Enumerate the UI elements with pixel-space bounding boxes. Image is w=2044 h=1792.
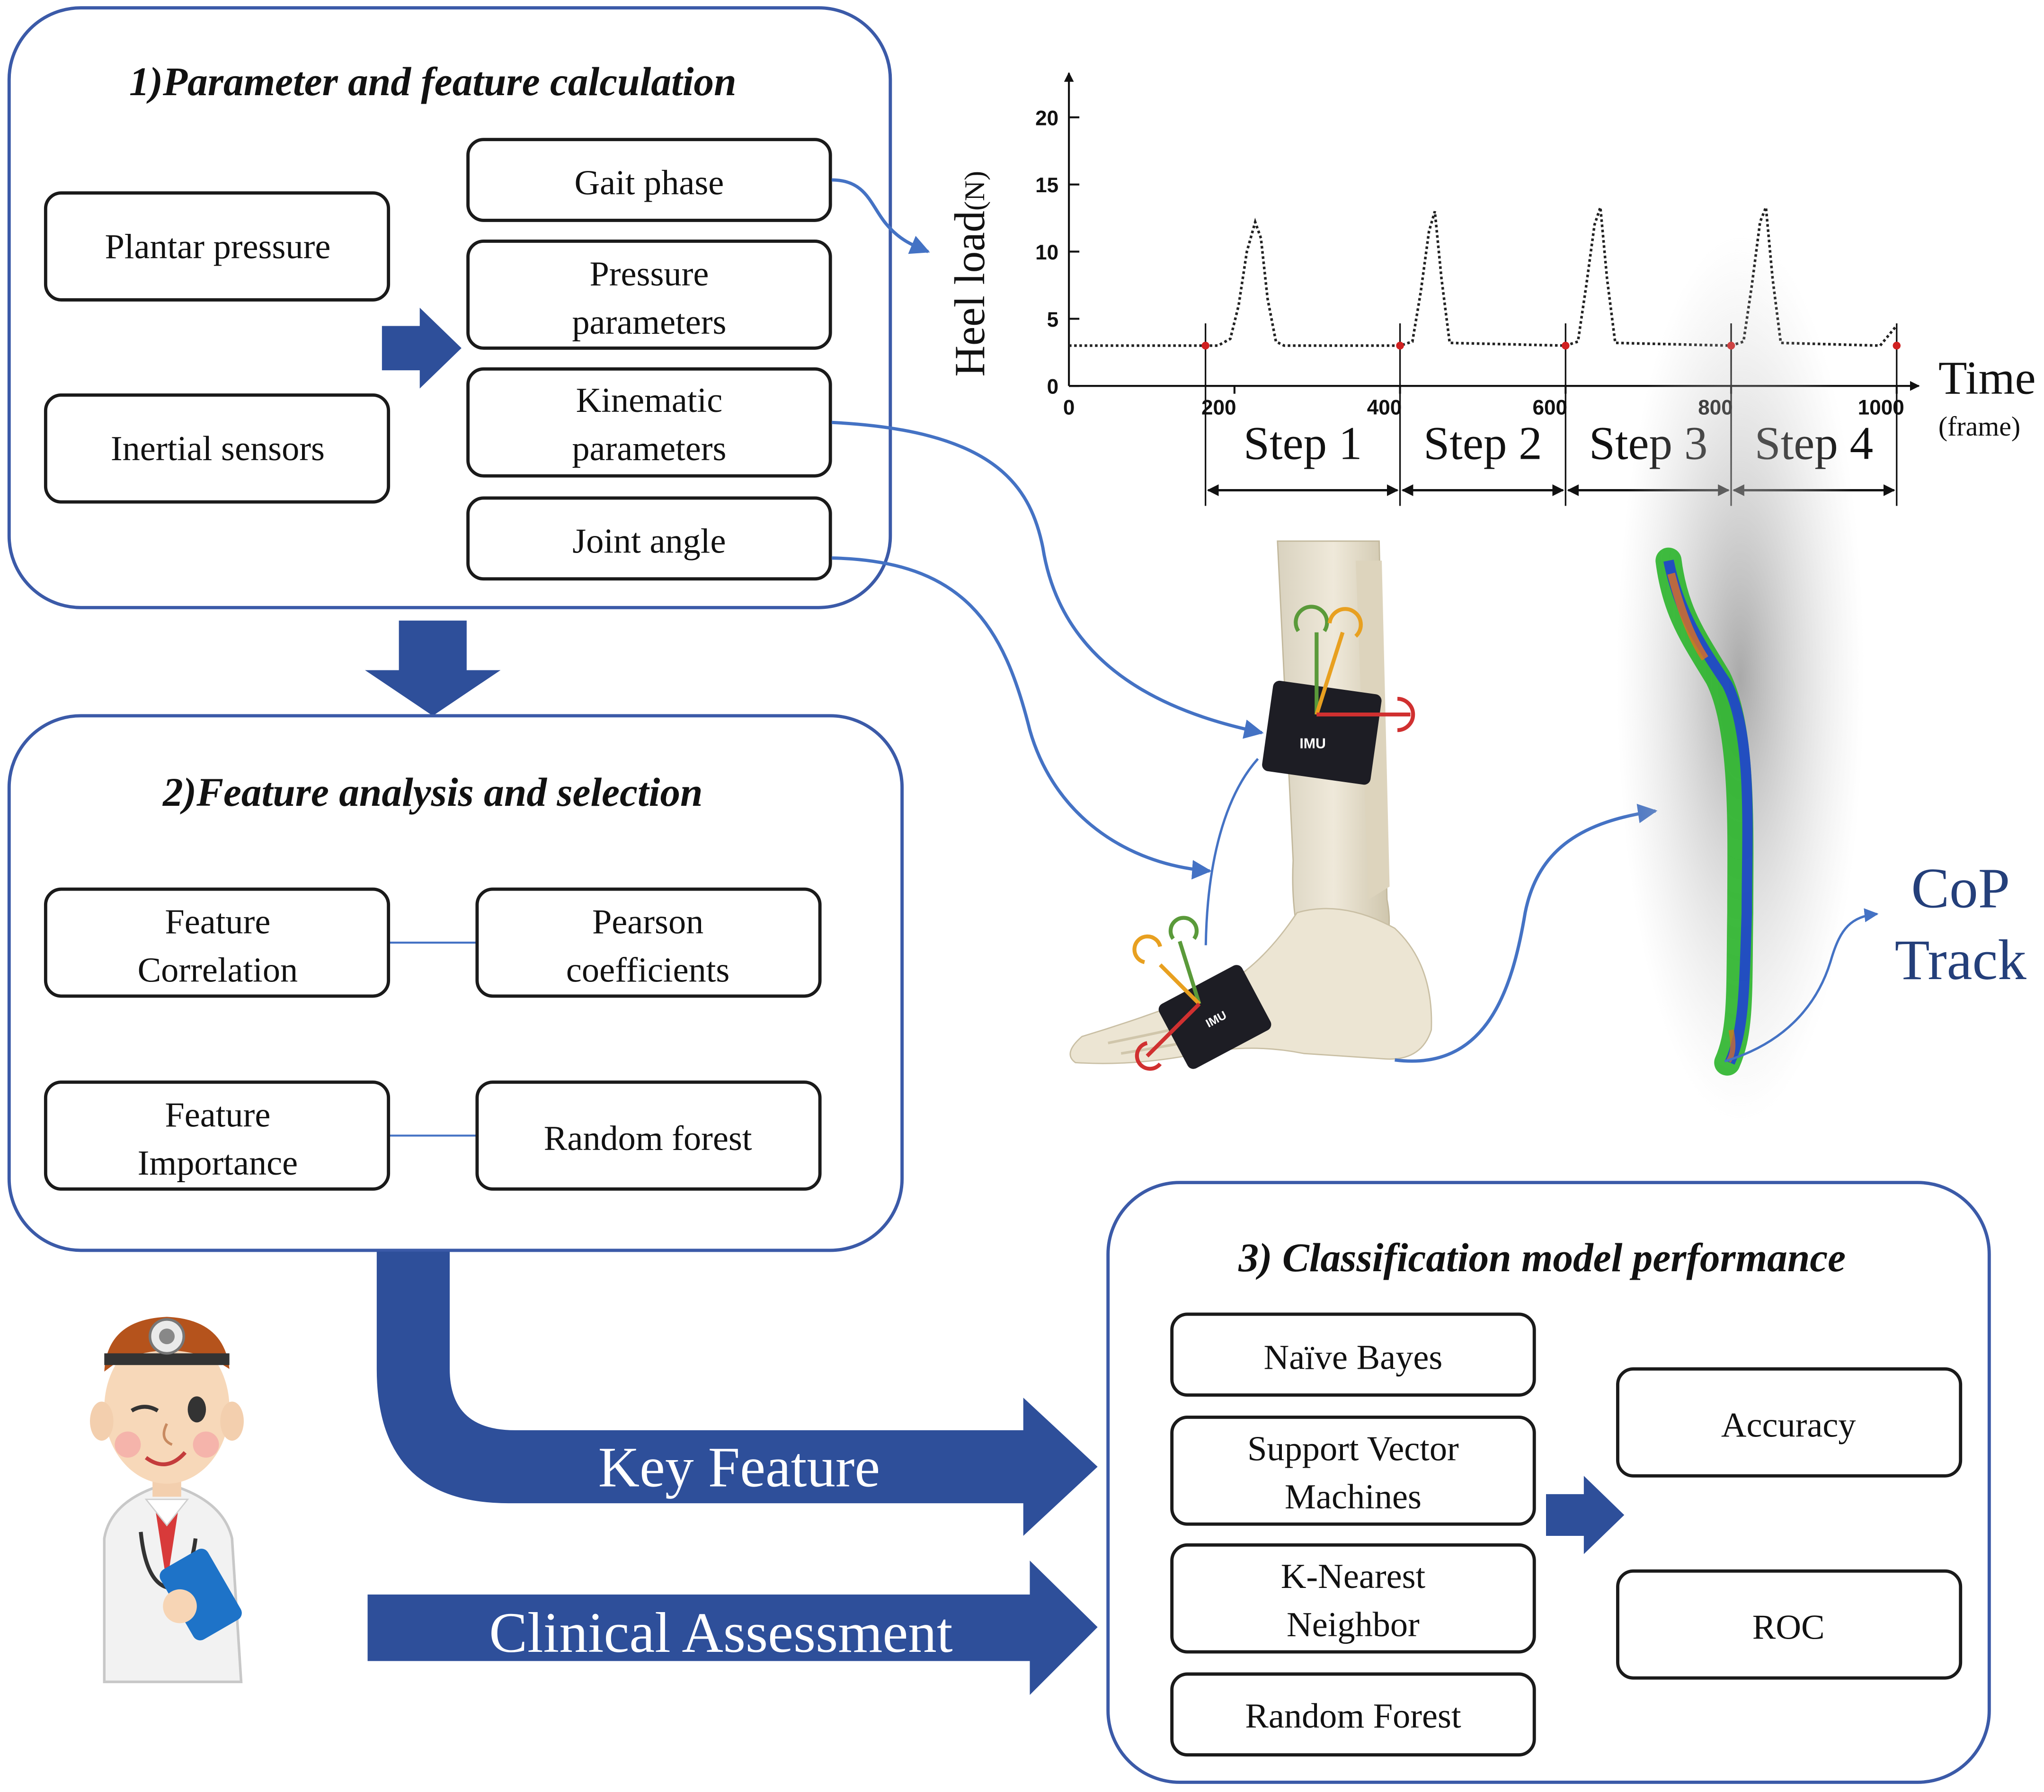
key-feature-label: Key Feature bbox=[598, 1435, 880, 1499]
model-box-naive-bayes: Naïve Bayes bbox=[1170, 1312, 1536, 1397]
output-label-kinematic-2: parameters bbox=[572, 429, 726, 468]
clinical-assessment-arrow bbox=[367, 1560, 1098, 1695]
feature-importance-2: Importance bbox=[138, 1144, 298, 1183]
section1-panel: 1)Parameter and feature calculation Plan… bbox=[7, 6, 892, 609]
input-label-inertial: Inertial sensors bbox=[111, 429, 325, 468]
model-box-knn: K-Nearest Neighbor bbox=[1170, 1543, 1536, 1654]
output-box-pressure: Pressure parameters bbox=[466, 240, 832, 350]
model-label-knn-1: K-Nearest bbox=[1281, 1557, 1426, 1596]
output-label-pressure-1: Pressure bbox=[589, 255, 709, 294]
imu-upper-label: IMU bbox=[1299, 736, 1326, 752]
imu-sensor-lower: IMU bbox=[1132, 916, 1271, 1071]
model-box-svm: Support Vector Machines bbox=[1170, 1415, 1536, 1526]
connector-cop-label bbox=[1724, 908, 1879, 1062]
y-tick-label: 10 bbox=[1035, 241, 1058, 264]
metric-box-roc: ROC bbox=[1616, 1569, 1963, 1680]
cop-track-illustration: CoP Track bbox=[1616, 234, 2027, 1122]
input-box-inertial: Inertial sensors bbox=[44, 393, 391, 504]
chart-x-unit: (frame) bbox=[1938, 411, 2020, 442]
chart-y-label: Heel load bbox=[946, 211, 994, 377]
pearson-1: Pearson bbox=[592, 903, 703, 942]
y-tick-label: 20 bbox=[1035, 107, 1058, 130]
x-tick-label: 200 bbox=[1201, 396, 1236, 419]
x-tick-label: 400 bbox=[1367, 396, 1402, 419]
chart-x-label: Time bbox=[1938, 353, 2036, 404]
feature-correlation-box: Feature Correlation bbox=[44, 887, 391, 998]
connector-gait-phase bbox=[831, 178, 930, 254]
section3-internal-arrow bbox=[1546, 1476, 1625, 1554]
output-label-gait-phase: Gait phase bbox=[574, 163, 724, 202]
heel-strike-marker bbox=[1201, 341, 1209, 350]
svg-text:Heel load(N): Heel load(N) bbox=[946, 171, 994, 377]
section1-title: 1)Parameter and feature calculation bbox=[129, 60, 737, 104]
pearson-box: Pearson coefficients bbox=[475, 887, 822, 998]
model-label-knn-2: Neighbor bbox=[1287, 1605, 1420, 1644]
input-box-plantar: Plantar pressure bbox=[44, 191, 391, 302]
cop-label-2: Track bbox=[1895, 928, 2027, 992]
heel-strike-marker bbox=[1396, 341, 1404, 350]
feature-importance-1: Feature bbox=[165, 1096, 270, 1134]
input-label-plantar: Plantar pressure bbox=[105, 227, 330, 266]
doctor-illustration bbox=[90, 1317, 244, 1684]
step-label: Step 1 bbox=[1244, 418, 1362, 469]
model-label-naive-bayes: Naïve Bayes bbox=[1264, 1338, 1443, 1377]
chart-y-unit: (N) bbox=[959, 171, 991, 211]
section3-panel: 3) Classification model performance Naïv… bbox=[1106, 1181, 1991, 1784]
imu-sensor-upper: IMU bbox=[1262, 605, 1415, 785]
random-forest-box: Random forest bbox=[475, 1080, 822, 1191]
heel-strike-marker bbox=[1562, 341, 1570, 350]
down-arrow-1-to-2 bbox=[365, 620, 501, 716]
section1-internal-arrow bbox=[382, 307, 462, 389]
output-box-kinematic: Kinematic parameters bbox=[466, 367, 832, 478]
chart-y-ticks: 0 5 10 15 20 bbox=[1035, 107, 1080, 399]
output-box-joint-angle: Joint angle bbox=[466, 496, 832, 581]
section2-title: 2)Feature analysis and selection bbox=[162, 770, 703, 815]
metric-label-roc: ROC bbox=[1752, 1608, 1825, 1647]
model-label-svm-2: Machines bbox=[1285, 1478, 1422, 1516]
output-label-pressure-2: parameters bbox=[572, 303, 726, 342]
connector-joint-angle bbox=[831, 556, 1212, 880]
model-box-random-forest: Random Forest bbox=[1170, 1672, 1536, 1757]
model-label-svm-1: Support Vector bbox=[1247, 1429, 1459, 1468]
x-tick-label: 0 bbox=[1063, 396, 1075, 419]
clinical-assessment-label: Clinical Assessment bbox=[489, 1601, 952, 1665]
y-tick-label: 5 bbox=[1047, 308, 1059, 331]
connector-foot-to-cop bbox=[1395, 803, 1658, 1063]
section3-title: 3) Classification model performance bbox=[1238, 1236, 1846, 1280]
model-label-random-forest: Random Forest bbox=[1245, 1697, 1461, 1736]
key-feature-arrow bbox=[376, 1251, 1098, 1536]
feature-correlation-2: Correlation bbox=[138, 951, 298, 990]
y-tick-label: 0 bbox=[1047, 375, 1059, 399]
feature-importance-box: Feature Importance bbox=[44, 1080, 391, 1191]
section2-panel: 2)Feature analysis and selection Feature… bbox=[7, 714, 904, 1252]
x-tick-label: 600 bbox=[1533, 396, 1568, 419]
output-box-gait-phase: Gait phase bbox=[466, 138, 832, 222]
metric-label-accuracy: Accuracy bbox=[1721, 1406, 1856, 1445]
metric-box-accuracy: Accuracy bbox=[1616, 1367, 1963, 1478]
y-tick-label: 15 bbox=[1035, 174, 1058, 197]
heel-strike-marker bbox=[1893, 341, 1901, 350]
connector-imu-link bbox=[1204, 758, 1259, 945]
cop-label-1: CoP bbox=[1911, 857, 2010, 920]
random-forest-label: Random forest bbox=[544, 1119, 752, 1158]
output-label-kinematic-1: Kinematic bbox=[576, 381, 723, 420]
connector-kinematic bbox=[831, 420, 1264, 739]
chart-series-line bbox=[1069, 206, 1898, 347]
pearson-2: coefficients bbox=[566, 951, 729, 990]
feature-correlation-1: Feature bbox=[165, 903, 270, 942]
output-label-joint-angle: Joint angle bbox=[572, 522, 726, 561]
step-label: Step 2 bbox=[1423, 418, 1542, 469]
foot-shadow bbox=[1616, 234, 1864, 1122]
leg-skeleton-illustration: IMU IMU bbox=[1069, 540, 1432, 1071]
